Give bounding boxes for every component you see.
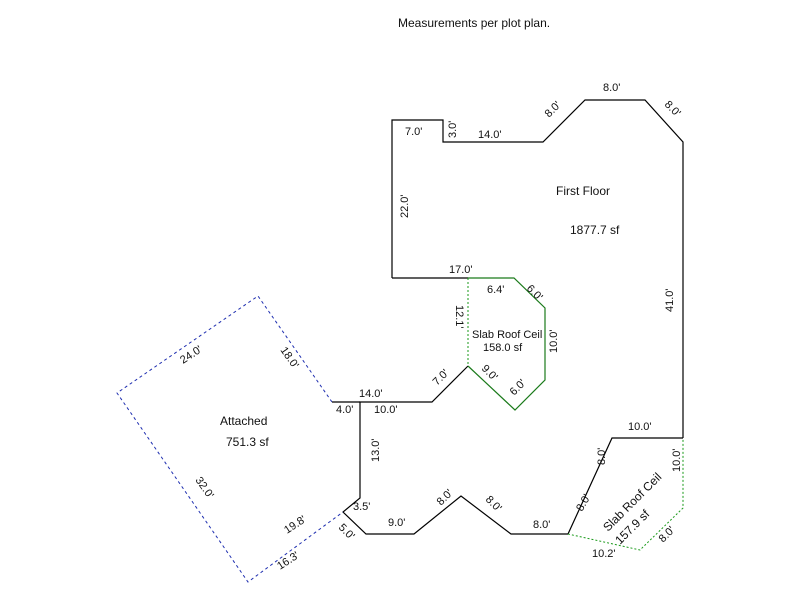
dim-label: 14.0' xyxy=(478,129,502,141)
attached-outline xyxy=(116,295,344,583)
attached-name: Attached xyxy=(220,414,267,428)
dim-label: 8.0' xyxy=(483,494,504,515)
dim-label: 12.1' xyxy=(453,305,465,329)
dim-label: 8.0' xyxy=(574,492,593,513)
dim-label: 19.8' xyxy=(282,514,308,537)
dim-label: 8.0' xyxy=(657,524,678,545)
dim-label: 8.0' xyxy=(543,99,564,120)
dim-label: 10.0' xyxy=(671,448,683,472)
dim-label: 8.0' xyxy=(596,448,608,465)
slab-roof-center-outline xyxy=(467,277,546,411)
first-floor-area: 1877.7 sf xyxy=(570,223,620,237)
slab-roof-center-name: Slab Roof Ceil xyxy=(472,329,542,341)
dim-label: 6.0' xyxy=(524,283,545,304)
dim-label: 6.0' xyxy=(508,377,529,398)
slab-roof-right-outline xyxy=(567,438,684,551)
dim-label: 3.0' xyxy=(447,121,459,138)
dim-label: 10.0' xyxy=(548,329,560,353)
dim-label: 10.0' xyxy=(374,404,398,416)
dim-label: 41.0' xyxy=(664,288,676,312)
plan-title: Measurements per plot plan. xyxy=(398,16,550,30)
dim-label: 8.0' xyxy=(533,519,550,531)
dim-label: 22.0' xyxy=(399,194,411,218)
dim-label: 4.0' xyxy=(336,404,353,416)
dim-label: 3.5' xyxy=(353,501,370,513)
dim-label: 8.0' xyxy=(435,487,456,508)
dim-label: 16.3' xyxy=(275,550,301,573)
dim-label: 6.4' xyxy=(487,284,504,296)
dim-label: 9.0' xyxy=(479,363,500,384)
dim-label: 32.0' xyxy=(193,475,216,501)
dim-label: 14.0' xyxy=(359,388,383,400)
first-floor-bottom-outline xyxy=(342,365,683,535)
dim-label: 10.2' xyxy=(592,548,616,560)
dim-label: 18.0' xyxy=(278,345,301,371)
dim-label: 13.0' xyxy=(370,438,382,462)
dim-label: 10.0' xyxy=(628,421,652,433)
dim-label: 7.0' xyxy=(405,126,422,138)
first-floor-outline xyxy=(391,99,684,438)
dim-label: 24.0' xyxy=(178,344,204,367)
dim-label: 17.0' xyxy=(449,264,473,276)
first-floor-name: First Floor xyxy=(556,184,610,198)
slab-roof-center-area: 158.0 sf xyxy=(483,342,523,354)
dim-label: 8.0' xyxy=(603,82,620,94)
attached-area: 751.3 sf xyxy=(226,435,269,449)
dim-label: 5.0' xyxy=(336,522,357,543)
dim-label: 9.0' xyxy=(388,517,405,529)
dim-label: 8.0' xyxy=(662,99,683,120)
